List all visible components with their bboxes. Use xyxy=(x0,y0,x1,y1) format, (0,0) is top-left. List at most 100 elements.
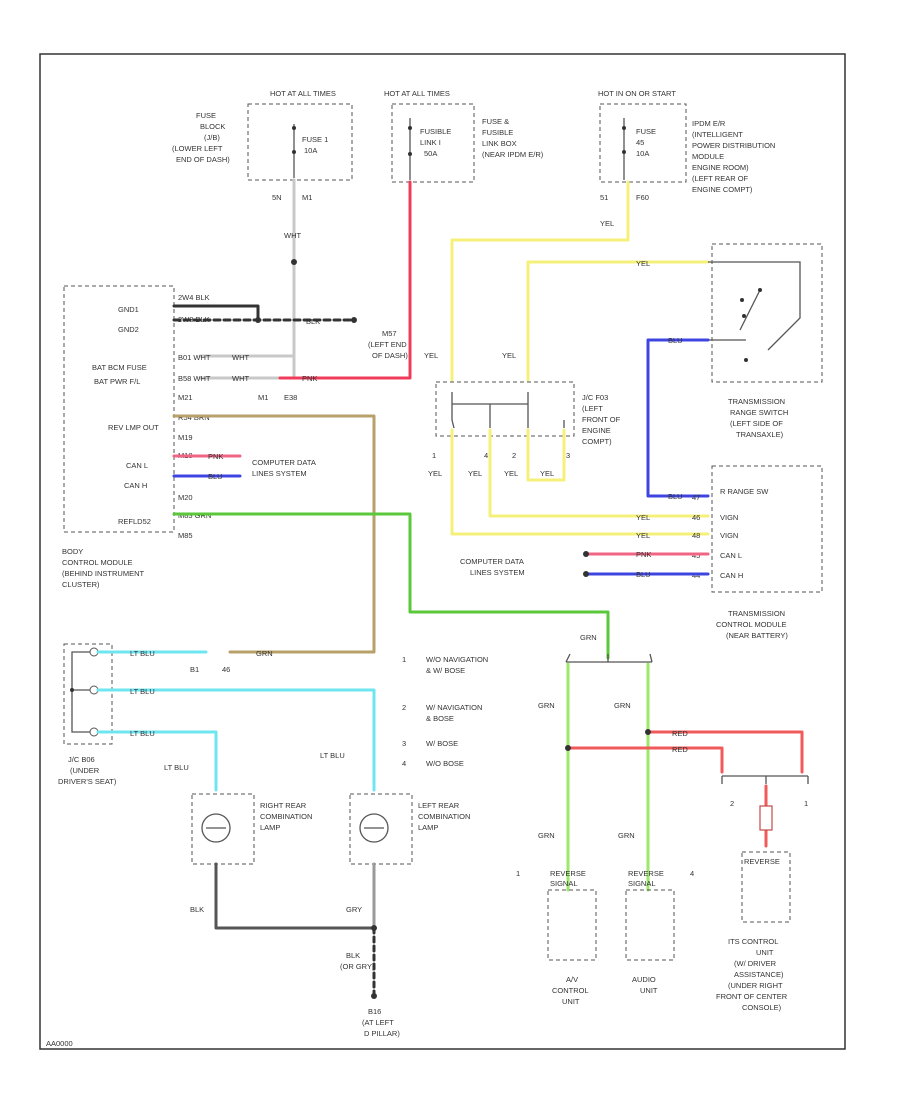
pin-51: 51 xyxy=(600,193,608,202)
jc-b06-dot xyxy=(70,688,74,692)
jc-b-pin-46: 46 xyxy=(222,665,230,674)
ltblu-label-lr: LT BLU xyxy=(320,751,345,760)
hot-right-label: HOT IN ON OR START xyxy=(598,89,676,98)
bcm-conn-wht-b01: WHT xyxy=(232,353,249,362)
jc-b06-box xyxy=(63,643,113,745)
switch-contact-3 xyxy=(758,288,762,292)
yel-label-5: YEL xyxy=(428,469,442,478)
fuse-45-label: FUSE 45 10A xyxy=(636,127,658,158)
bcm-box xyxy=(63,285,175,533)
pnk-label: PNK xyxy=(302,374,317,383)
fuse-1-dot-top xyxy=(292,126,296,130)
tcm-pin-vign-1: VIGN xyxy=(720,513,738,522)
its-connector-bar xyxy=(721,775,809,784)
bcm-conn-m19: M19 xyxy=(178,433,193,442)
wire-blu-range xyxy=(646,338,710,498)
grn-label-av-2: GRN xyxy=(538,831,555,840)
av-unit-caption: A/V CONTROL UNIT xyxy=(552,975,590,1006)
legend-4-num: 4 xyxy=(402,759,406,768)
tcm-pin-r-range: R RANGE SW xyxy=(720,487,769,496)
jc-b-pin-b1: B1 xyxy=(190,665,199,674)
can-blu-end-tcm xyxy=(583,571,589,577)
fusible-link-dot-top xyxy=(408,126,412,130)
blk-label-rr: BLK xyxy=(190,905,204,914)
fuse-1-dot-bottom xyxy=(292,150,296,154)
can-pnk-label-1: PNK xyxy=(208,452,223,461)
wire-ltblu-bot xyxy=(96,730,218,792)
lr-lamp-box xyxy=(349,793,413,865)
fuse-block-label: FUSE BLOCK (J/B) (LOWER LEFT END OF DASH… xyxy=(172,111,230,164)
legend-2-num: 2 xyxy=(402,703,406,712)
bcm-pin-gnd1: GND1 xyxy=(118,305,139,314)
yel-label-4: YEL xyxy=(502,351,516,360)
ground-dot xyxy=(371,993,377,999)
tcm-caption: TRANSMISSION CONTROL MODULE (NEAR BATTER… xyxy=(716,609,789,640)
jc-pin-4: 4 xyxy=(484,451,488,460)
fusible-link-dot-bottom xyxy=(408,152,412,156)
red-splice-audio xyxy=(645,729,651,735)
red-label-2: RED xyxy=(672,745,688,754)
its-unit-pin: REVERSE xyxy=(744,857,780,866)
fusible-link-label: FUSIBLE LINK I 50A xyxy=(420,127,453,158)
jc-b06-caption: J/C B06 (UNDER DRIVER'S SEAT) xyxy=(58,755,117,786)
jc-f03-label: J/C F03 (LEFT FRONT OF ENGINE COMPT) xyxy=(582,393,622,446)
its-resistor xyxy=(759,805,773,831)
fuse-block-box xyxy=(247,103,353,181)
bcm-pin-gnd2: GND2 xyxy=(118,325,139,334)
wire-yel-ipdm xyxy=(450,180,630,382)
ground-label: B16 (AT LEFT D PILLAR) xyxy=(362,1007,400,1038)
wire-yel-vign-2 xyxy=(488,428,710,518)
grn-label-top: GRN xyxy=(580,633,597,642)
m57-label: M57 (LEFT END OF DASH) xyxy=(368,329,409,360)
wire-blk-gnd1 xyxy=(172,304,260,322)
ltblu-label-rr: LT BLU xyxy=(164,763,189,772)
bcm-conn-2w4: 2W4 BLK xyxy=(178,293,210,302)
can-pnk-end-tcm xyxy=(583,551,589,557)
yel-label-7: YEL xyxy=(504,469,518,478)
red-label-1: RED xyxy=(672,729,688,738)
jc-pin-3: 3 xyxy=(566,451,570,460)
gnd-m57-dot xyxy=(351,317,357,323)
yel-label-3: YEL xyxy=(424,351,438,360)
tcm-conn-48: 48 xyxy=(692,531,700,540)
av-unit-pin: REVERSE SIGNAL xyxy=(550,869,588,888)
bcm-conn-b01: B01 WHT xyxy=(178,353,211,362)
legend-3-num: 3 xyxy=(402,739,406,748)
fuse-45-dot-bottom xyxy=(622,150,626,154)
yel-label-10: YEL xyxy=(636,531,650,540)
wire-grn-refld xyxy=(172,512,610,660)
ipdm-label: IPDM E/R (INTELLIGENT POWER DISTRIBUTION… xyxy=(692,119,777,194)
hot-left-label: HOT AT ALL TIMES xyxy=(270,89,336,98)
ltblu-label-top: LT BLU xyxy=(130,649,155,658)
bcm-conn-e38: E38 xyxy=(284,393,297,402)
tcm-pin-canh: CAN H xyxy=(720,571,743,580)
bcm-pin-canh: CAN H xyxy=(124,481,147,490)
bcm-pin-bat-pwr: BAT PWR F/L xyxy=(94,377,140,386)
footer-code: AA0000 xyxy=(46,1039,73,1048)
switch-contact-4 xyxy=(744,358,748,362)
audio-unit-box xyxy=(625,889,675,961)
grn-connector-bar xyxy=(565,653,653,663)
av-unit-box xyxy=(547,889,597,961)
bcm-pin-canl: CAN L xyxy=(126,461,148,470)
bcm-conn-m20: M20 xyxy=(178,493,193,502)
bcm-conn-m21: M21 xyxy=(178,393,193,402)
yel-label-2: YEL xyxy=(636,259,650,268)
can-pnk-label-2: PNK xyxy=(636,550,651,559)
ltblu-label-bot: LT BLU xyxy=(130,729,155,738)
legend-1-text: W/O NAVIGATION & W/ BOSE xyxy=(426,655,490,675)
its-unit-caption: ITS CONTROL UNIT (W/ DRIVER ASSISTANCE) … xyxy=(716,937,789,1012)
comp-data-1-label: COMPUTER DATA LINES SYSTEM xyxy=(252,458,318,478)
comp-data-2-label: COMPUTER DATA LINES SYSTEM xyxy=(460,557,526,577)
wire-red-its-1 xyxy=(646,730,804,774)
wire-blk-rr xyxy=(214,862,376,930)
fusible-link-box xyxy=(391,103,475,183)
lr-lamp-bulb xyxy=(359,813,389,843)
its-unit-box xyxy=(741,851,791,923)
yel-label-9: YEL xyxy=(636,513,650,522)
trans-range-switch xyxy=(708,261,801,351)
bcm-conn-wht-b58: WHT xyxy=(232,374,249,383)
bcm-pin-rev: REV LMP OUT xyxy=(108,423,159,432)
can-blu-label-1: BLU xyxy=(208,472,223,481)
tcm-pin-canl: CAN L xyxy=(720,551,742,560)
